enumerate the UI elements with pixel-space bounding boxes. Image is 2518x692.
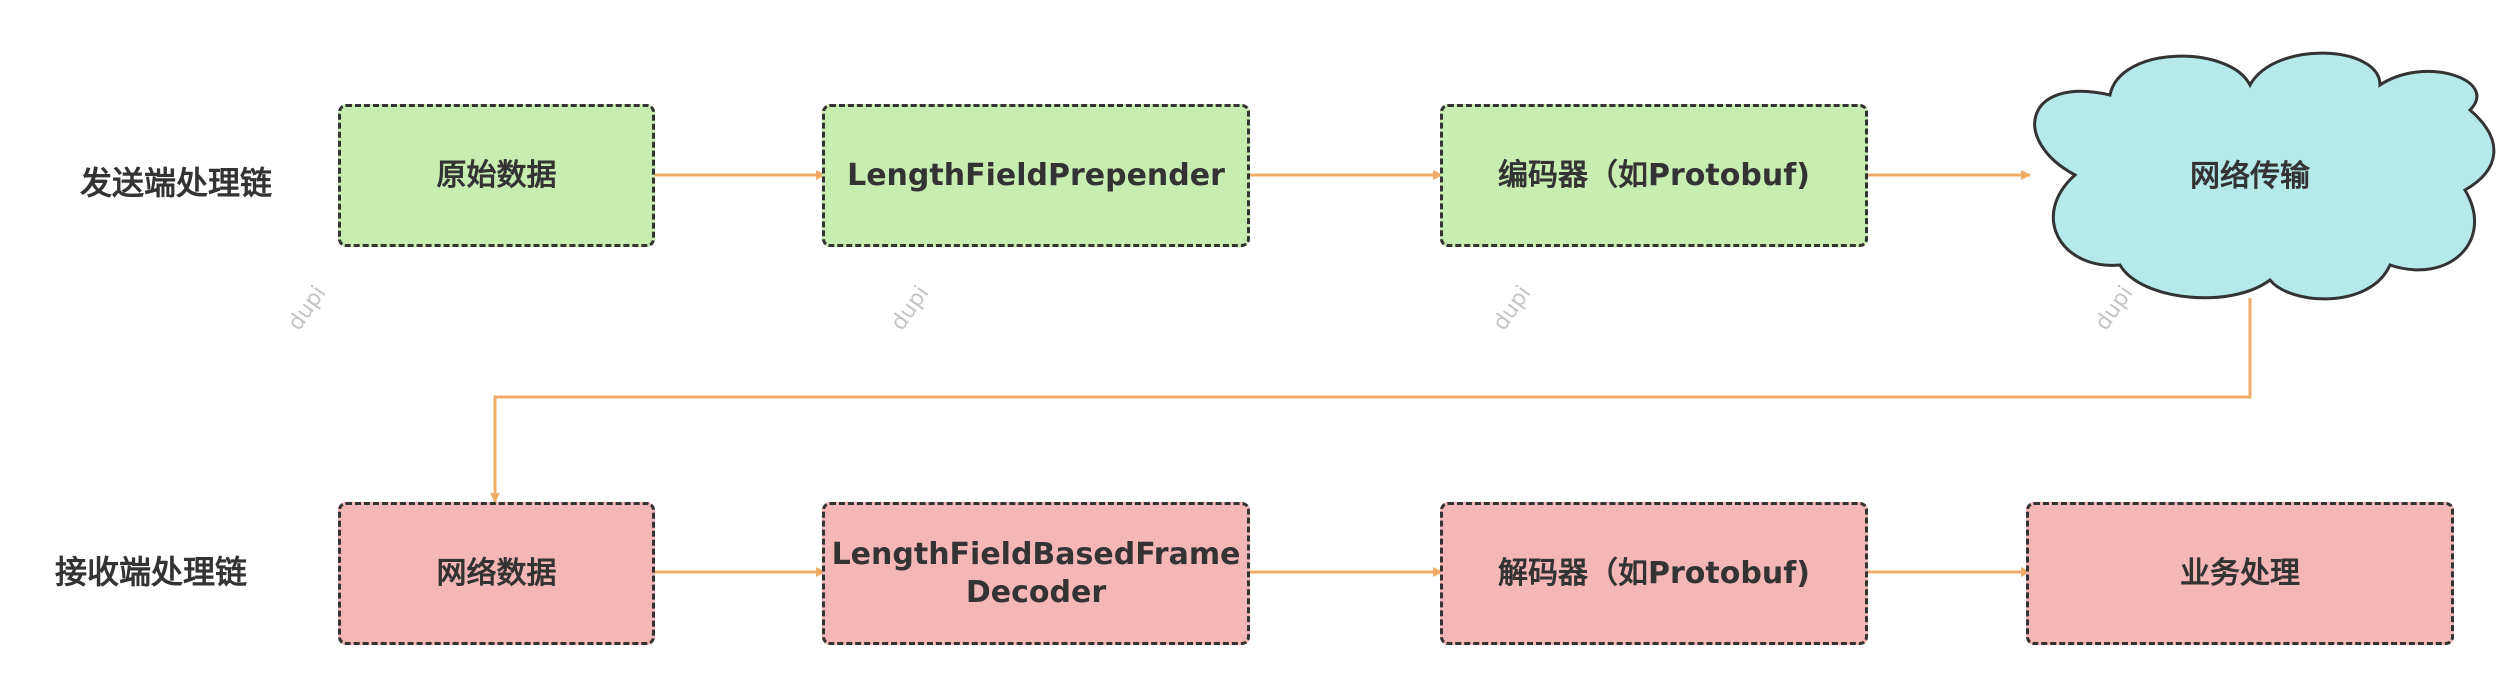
node-decoder-text: 解码器（如Protobuf) — [1498, 555, 1810, 591]
arrow-cloud-to-receiver — [490, 298, 2252, 503]
node-network-data[interactable]: 网络数据 — [338, 502, 655, 645]
decoder-text-line-1: LengthFieldBasedFrame — [831, 537, 1241, 572]
node-raw-data-text: 原始数据 — [436, 157, 557, 193]
decoder-text-line-2: Decoder — [965, 574, 1107, 610]
node-business-processing[interactable]: 业务处理 — [2026, 502, 2454, 645]
node-length-field-based-frame-decoder-text: LengthFieldBasedFrame Decoder — [832, 536, 1241, 611]
node-encoder[interactable]: 编码器（如Protobuf) — [1440, 104, 1868, 247]
node-encoder-text: 编码器（如Protobuf) — [1498, 157, 1810, 193]
node-length-field-prepender-text: LengthFieldPrepender — [847, 157, 1225, 193]
node-length-field-prepender[interactable]: LengthFieldPrepender — [822, 104, 1250, 247]
receiver-chain-label: 接收端处理链 — [55, 553, 248, 591]
sender-chain-label: 发送端处理链 — [80, 164, 273, 202]
node-network-data-text: 网络数据 — [436, 555, 557, 591]
cloud-shape — [2033, 51, 2496, 301]
node-length-field-based-frame-decoder[interactable]: LengthFieldBasedFrame Decoder — [822, 502, 1250, 645]
node-business-processing-text: 业务处理 — [2180, 555, 2300, 591]
node-raw-data[interactable]: 原始数据 — [338, 104, 655, 247]
cloud-network-transfer-label: 网络传输 — [2190, 159, 2310, 194]
node-decoder[interactable]: 解码器（如Protobuf) — [1440, 502, 1868, 645]
